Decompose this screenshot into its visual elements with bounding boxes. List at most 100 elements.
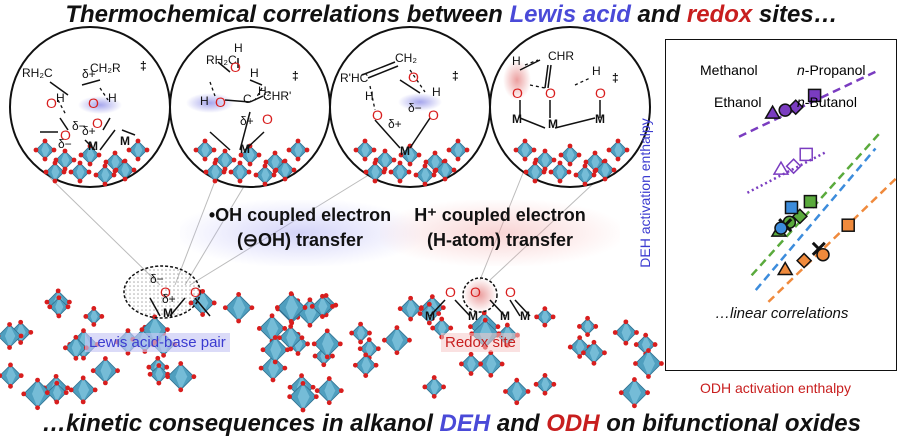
oxygen-atom bbox=[532, 160, 538, 166]
oxygen-atom bbox=[272, 335, 278, 340]
oxygen-atom bbox=[47, 304, 53, 310]
oxygen-atom bbox=[77, 160, 83, 166]
oxygen-atom bbox=[612, 330, 618, 335]
oxygen-atom bbox=[53, 373, 59, 379]
chem-label-c2: H₂ bbox=[258, 84, 272, 98]
oxygen-atom bbox=[531, 147, 537, 153]
oxygen-atom bbox=[238, 152, 244, 158]
legend-n-propanol: n-Propanol bbox=[797, 62, 866, 78]
oxygen-atom bbox=[80, 375, 86, 381]
oxygen-atom bbox=[96, 152, 102, 158]
oxygen-atom bbox=[541, 169, 547, 175]
oxygen-atom bbox=[52, 178, 58, 184]
oxygen-atom bbox=[391, 157, 397, 163]
oxygen-atom bbox=[567, 344, 573, 350]
oxygen-atom bbox=[337, 341, 343, 347]
oxide-surface bbox=[0, 288, 664, 413]
chem-label-c3: M bbox=[400, 144, 410, 158]
oxygen-atom bbox=[525, 389, 531, 394]
octahedron-face bbox=[201, 141, 210, 159]
oxygen-atom bbox=[431, 172, 437, 178]
oxygen-atom bbox=[362, 156, 368, 162]
oxygen-atom bbox=[260, 347, 266, 353]
oxygen-atom bbox=[431, 375, 437, 380]
oxygen-atom bbox=[7, 345, 12, 350]
connector-lines bbox=[39, 167, 611, 286]
octahedron-face bbox=[101, 166, 110, 184]
oxygen-atom bbox=[56, 313, 62, 319]
oxygen-atom bbox=[397, 306, 403, 312]
oxygen-atom bbox=[299, 335, 305, 341]
oxygen-atom bbox=[286, 147, 292, 153]
bond-lines bbox=[40, 58, 601, 151]
data-point-diamond bbox=[785, 158, 802, 175]
chem-label-c3: H bbox=[432, 85, 441, 99]
oxygen-atom bbox=[54, 380, 60, 386]
octahedron-face bbox=[391, 327, 404, 353]
oxygen-atom bbox=[282, 365, 288, 371]
oxygen-atom bbox=[155, 355, 161, 361]
oxygen-atom bbox=[573, 172, 579, 178]
oxygen-atom bbox=[287, 394, 293, 400]
oxygen-atom bbox=[78, 152, 84, 158]
oxygen-atom bbox=[522, 138, 528, 144]
oxygen-atom bbox=[659, 361, 664, 366]
oxygen-atom bbox=[615, 138, 621, 144]
octahedron-face bbox=[467, 354, 476, 374]
octahedron-face bbox=[236, 163, 245, 181]
oxygen-atom bbox=[413, 172, 419, 178]
oxygen-atom bbox=[61, 169, 67, 175]
oxygen-atom bbox=[652, 342, 658, 347]
oxygen-atom bbox=[394, 350, 400, 356]
oxygen-atom bbox=[309, 304, 315, 309]
octahedron-face bbox=[643, 350, 655, 377]
oh-transfer-line2: (⊖OH) transfer bbox=[236, 230, 364, 250]
oxygen-atom bbox=[593, 167, 599, 173]
oxygen-atom bbox=[221, 169, 227, 175]
zoom-circle-4 bbox=[489, 26, 651, 188]
octahedron-face bbox=[421, 166, 430, 184]
oxygen-atom bbox=[416, 152, 422, 158]
octahedron-face bbox=[589, 342, 600, 364]
zoom-circle-1 bbox=[9, 26, 171, 188]
octahedron-face bbox=[297, 383, 310, 411]
title-redox: redox bbox=[686, 1, 753, 28]
oxygen-atom bbox=[8, 362, 13, 368]
surface-chem-label: O bbox=[190, 284, 201, 300]
oxygen-atom bbox=[567, 161, 573, 167]
octahedron-face bbox=[438, 319, 447, 338]
chem-label-c2: H bbox=[250, 66, 259, 80]
chem-label-c1: O bbox=[88, 95, 99, 111]
oxygen-atom bbox=[643, 332, 649, 338]
oxygen-atom bbox=[468, 324, 473, 330]
octahedron-face bbox=[430, 377, 439, 397]
oxygen-atom bbox=[131, 167, 137, 173]
oxygen-atom bbox=[62, 345, 68, 351]
octahedron-face bbox=[396, 163, 405, 181]
oxygen-atom bbox=[222, 305, 228, 311]
chem-label-c2: M bbox=[240, 142, 250, 156]
data-point-diamond bbox=[787, 99, 804, 116]
chem-label-c1: ‡ bbox=[140, 59, 147, 73]
oxygen-atom bbox=[300, 380, 306, 386]
oxygen-atom bbox=[514, 400, 520, 406]
octahedron-face bbox=[233, 294, 246, 322]
surface-chem-label: M bbox=[500, 309, 510, 323]
surface-chem-label: O bbox=[445, 284, 456, 300]
title-suffix: sites… bbox=[752, 1, 838, 28]
oxygen-atom bbox=[382, 148, 388, 154]
oxygen-atom bbox=[542, 306, 548, 312]
oxygen-atom bbox=[103, 159, 109, 165]
oxygen-atom bbox=[363, 352, 369, 358]
oxygen-atom bbox=[111, 172, 117, 178]
oxygen-atom bbox=[422, 181, 428, 187]
chem-label-c1: H bbox=[108, 91, 117, 105]
oxygen-atom bbox=[408, 295, 414, 301]
data-point-square bbox=[784, 200, 799, 215]
oxygen-atom bbox=[557, 160, 563, 166]
oxygen-atom bbox=[81, 328, 86, 334]
chem-label-c1: CH₂R bbox=[90, 61, 121, 75]
oxygen-atom bbox=[68, 387, 74, 393]
oxygen-atom bbox=[193, 147, 199, 153]
